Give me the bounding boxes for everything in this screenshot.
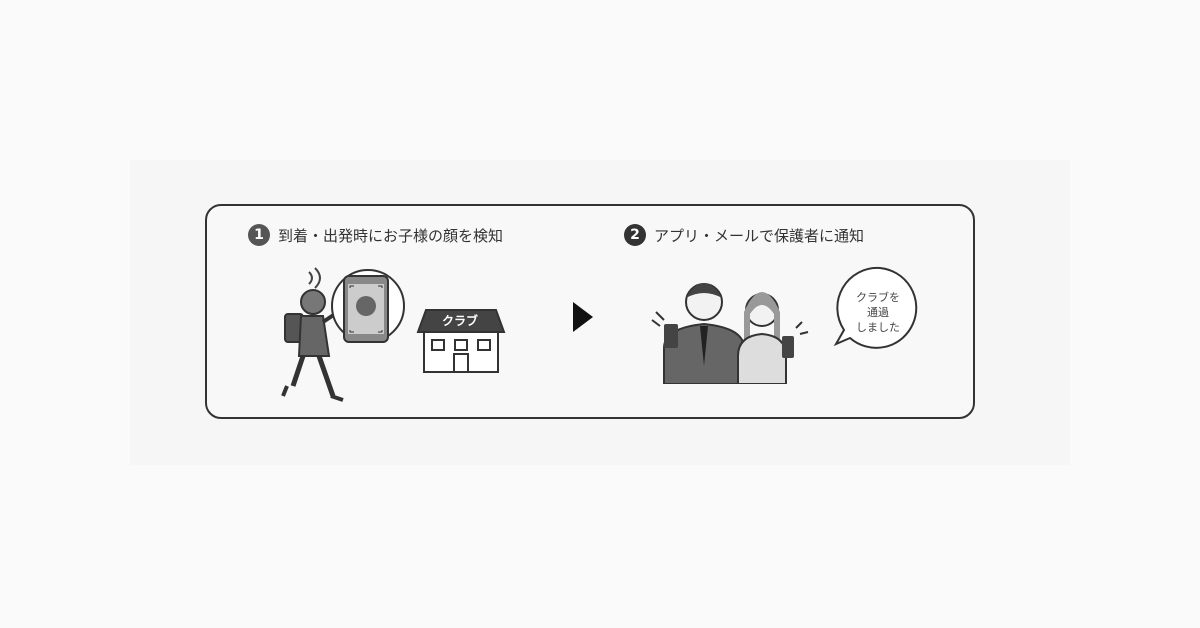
notification-line: クラブを [856,291,900,304]
flow-arrow-icon [573,302,593,332]
step-1-heading: 1 到着・出発時にお子様の顔を検知 [248,224,503,246]
step-2-heading: 2 アプリ・メールで保護者に通知 [624,224,864,246]
notification-message: クラブを 通過 しました [838,290,918,335]
club-sign-label: クラブ [441,314,478,328]
club-building-icon [416,309,506,373]
step-number-badge: 1 [248,224,270,246]
notification-line: しました [856,321,900,334]
face-scan-bubble-icon [331,269,405,343]
step-label: 到着・出発時にお子様の顔を検知 [278,226,504,245]
notification-line: 通過 [867,306,889,319]
notification-speech-bubble [833,266,918,349]
step-label: アプリ・メールで保護者に通知 [654,226,865,245]
parents-with-phones-illustration [651,283,809,384]
step-number-badge: 2 [624,224,646,246]
